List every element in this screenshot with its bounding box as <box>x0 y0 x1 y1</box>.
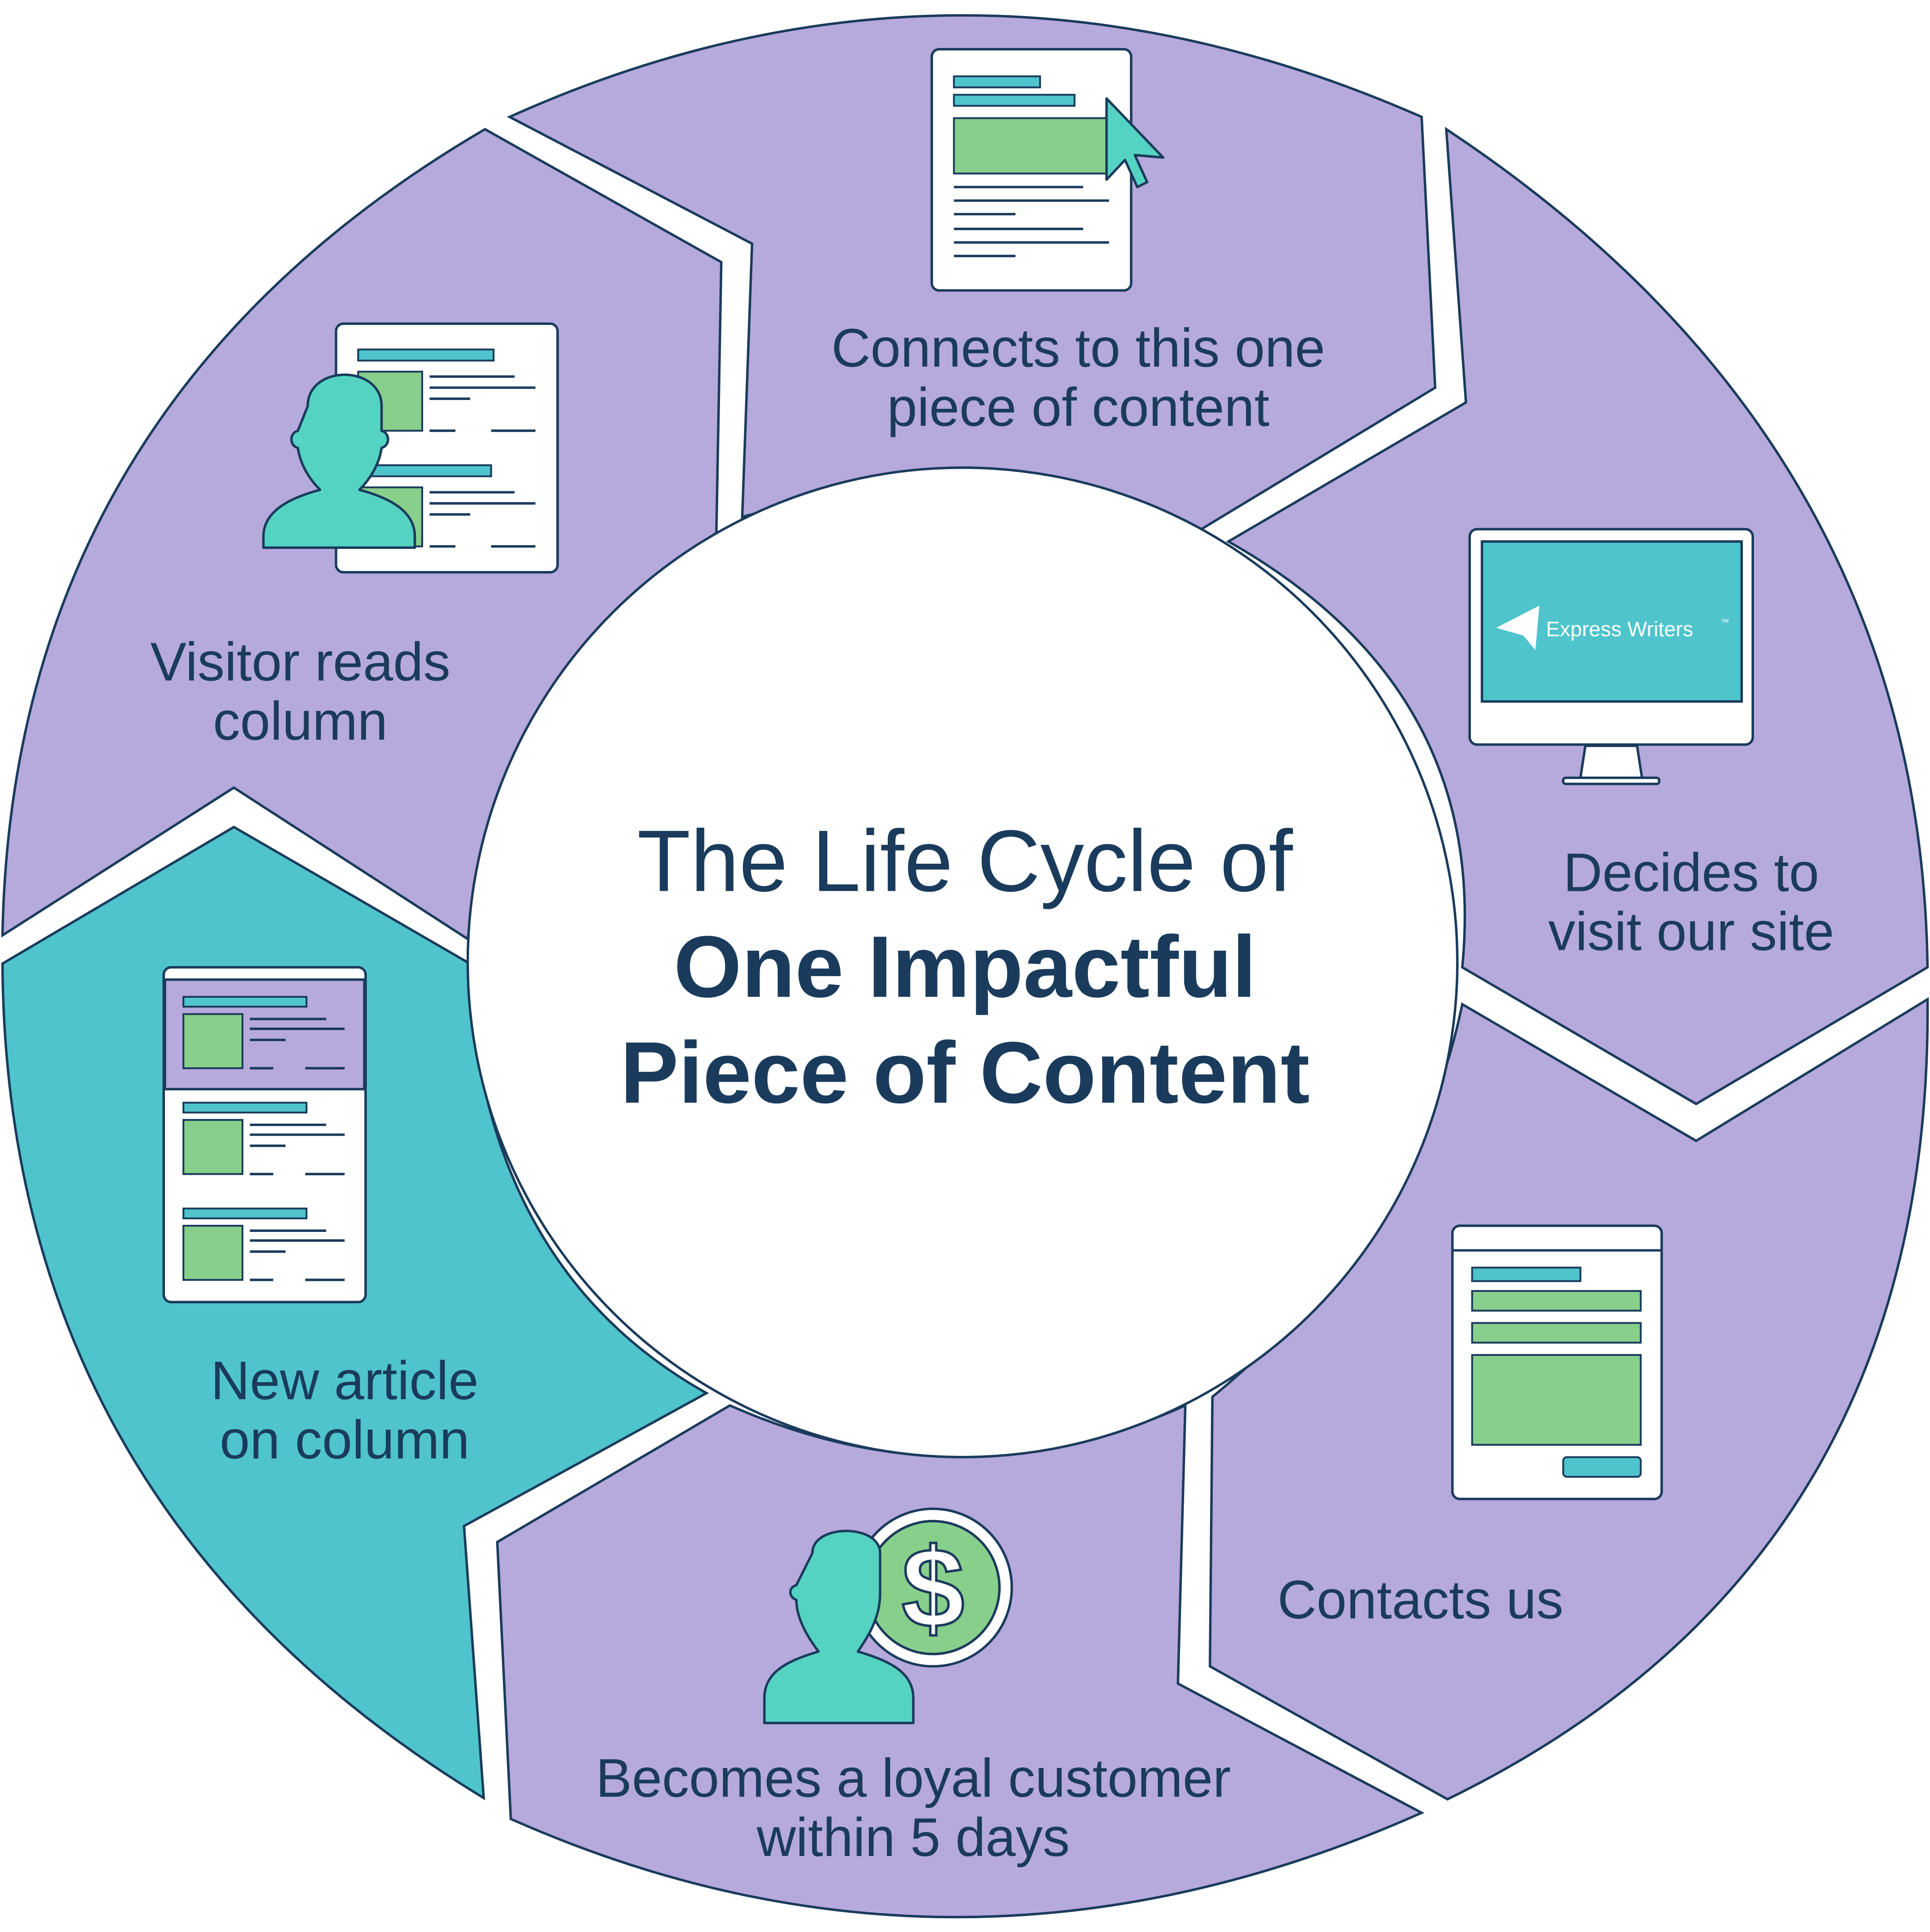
step-new-article-line-1: New article <box>211 1350 478 1411</box>
dollar-sign-icon: $ <box>902 1525 965 1651</box>
step-visitor-reads-line-1: Visitor reads <box>150 632 450 692</box>
step-loyal-customer-line-1: Becomes a loyal customer <box>596 1748 1231 1808</box>
step-connects-line-2: piece of content <box>887 377 1269 437</box>
monitor-brand-tm: ™ <box>1721 618 1729 627</box>
cursor-icon <box>1105 97 1165 188</box>
contact-form-icon <box>1451 1224 1663 1501</box>
document-with-cursor-icon <box>930 48 1165 292</box>
step-connects-line-1: Connects to this one <box>832 318 1325 378</box>
monitor-icon: Express Writers ™ <box>1468 528 1754 785</box>
step-new-article-line-2: on column <box>220 1409 470 1470</box>
step-contacts-line-1: Contacts us <box>1277 1569 1563 1630</box>
center-circle <box>466 466 1459 1459</box>
customer-person-icon <box>763 1530 915 1725</box>
reader-person-icon <box>262 373 416 549</box>
step-decides-line-1: Decides to <box>1563 842 1819 902</box>
step-loyal-customer-line-2: within 5 days <box>756 1807 1070 1867</box>
step-visitor-reads-line-2: column <box>213 691 388 751</box>
step-decides-line-2: visit our site <box>1548 901 1834 961</box>
newspaper-column-icon <box>162 966 367 1303</box>
customer-dollar-icon: $ <box>763 1508 1013 1725</box>
title-line-1: The Life Cycle of <box>637 812 1293 910</box>
paper-plane-logo-icon <box>1496 606 1540 650</box>
title-line-3: Piece of Content <box>620 1024 1310 1122</box>
monitor-brand-text: Express Writers <box>1546 618 1693 641</box>
title-line-2: One Impactful <box>673 918 1256 1016</box>
reader-with-document-icon <box>262 322 559 574</box>
